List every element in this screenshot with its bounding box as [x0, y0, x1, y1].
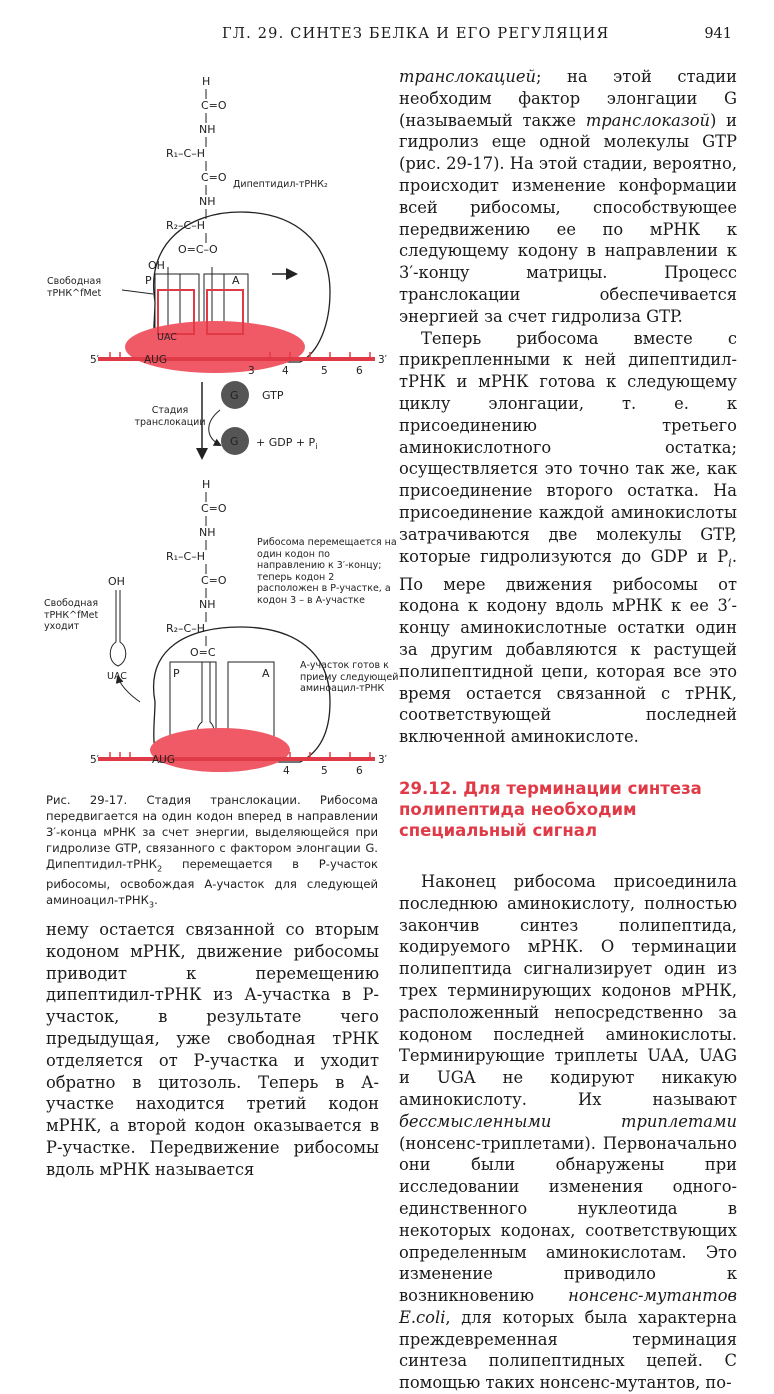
factor-g-label: G	[230, 389, 239, 402]
chain-atom: O=C–O	[178, 243, 218, 256]
page-number: 941	[704, 26, 732, 42]
mrna-5-end: 5′	[90, 754, 100, 766]
codon-number: 4	[282, 365, 289, 377]
codon-number: 5	[321, 365, 328, 377]
section-heading: 29.12. Для терминации синтеза полипептид…	[399, 778, 702, 840]
free-trna	[109, 590, 127, 667]
codon-label: AUG	[144, 354, 167, 366]
running-header: ГЛ. 29. СИНТЕЗ БЕЛКА И ЕГО РЕГУЛЯЦИЯ 941	[0, 26, 774, 50]
mrna-3-end: 3′	[378, 354, 388, 366]
codon-label: AUG	[152, 754, 175, 766]
paragraph: нему остается связанной со вторым кодоно…	[46, 920, 379, 1179]
paragraph: Наконец рибосома присоединила последнюю …	[399, 871, 737, 1393]
codon-number: 6	[356, 765, 363, 777]
chain-atom: NH	[199, 195, 216, 208]
anticodon-label: UAC	[107, 671, 127, 682]
top-panel: H C=O NH R₁–C–H C=O NH R₂–C–H O=C–O P A …	[90, 75, 388, 377]
codon-number: 5	[321, 765, 328, 777]
left-column: нему остается связанной со вторым кодоно…	[46, 919, 379, 1181]
mrna-5-end: 5′	[90, 354, 100, 366]
site-a-label: A	[262, 667, 270, 680]
chain-atom: H	[202, 478, 210, 491]
dipeptidyl-trna-label: Дипептидил-тРНК₂	[233, 179, 328, 190]
a-site-ready-note: А-участок готов к приему следующей амино…	[300, 660, 399, 694]
paragraph: транслокацией; на этой стадии необходим …	[399, 67, 737, 326]
chain-atom: NH	[199, 598, 216, 611]
gdp-pi-label: + GDP + Pi	[256, 436, 317, 451]
ribosome-moves-note: Рибосома перемещается на один кодон по н…	[257, 537, 397, 606]
bottom-panel: H C=O NH R₁–C–H C=O NH R₂–C–H O=C OH UAC…	[90, 478, 388, 777]
figure-translocation: H C=O NH R₁–C–H C=O NH R₂–C–H O=C–O P A …	[90, 75, 388, 777]
codon-number: 4	[283, 765, 290, 777]
mrna-3-end: 3′	[378, 754, 388, 766]
site-a-label: A	[232, 274, 240, 287]
factor-g-label: G	[230, 435, 239, 448]
chain-atom: C=O	[201, 171, 227, 184]
oh-label: OH	[148, 259, 165, 272]
chain-atom: C=O	[201, 99, 227, 112]
oh-label: OH	[108, 575, 125, 588]
chain-atom: C=O	[201, 574, 227, 587]
free-trna-label: Свободная тРНК^fMet	[47, 276, 102, 299]
chain-atom: H	[202, 75, 210, 88]
chain-atom: R₂–C–H	[166, 622, 205, 635]
gtp-label: GTP	[262, 389, 284, 402]
codon-number: 6	[356, 365, 363, 377]
chain-atom: R₁–C–H	[166, 550, 205, 563]
factor-g-sphere	[221, 427, 249, 455]
anticodon-label: UAC	[157, 332, 177, 343]
stage-label: Стадия транслокации	[134, 405, 206, 428]
chain-atom: C=O	[201, 502, 227, 515]
codon-number: 3	[248, 365, 255, 377]
paragraph: Теперь рибосома вместе с прикрепленными …	[399, 328, 737, 747]
site-p-label: P	[145, 274, 152, 287]
chain-atom: NH	[199, 526, 216, 539]
bottom-chain: H C=O NH R₁–C–H C=O NH R₂–C–H O=C	[166, 478, 227, 659]
site-p-label: P	[173, 667, 180, 680]
chain-atom: R₁–C–H	[166, 147, 205, 160]
chapter-title: ГЛ. 29. СИНТЕЗ БЕЛКА И ЕГО РЕГУЛЯЦИЯ	[222, 26, 610, 42]
factor-g-sphere	[221, 381, 249, 409]
chain-atom: O=C	[190, 646, 216, 659]
chain-atom: NH	[199, 123, 216, 136]
top-chain: H C=O NH R₁–C–H C=O NH R₂–C–H O=C–O	[166, 75, 227, 256]
translocation-stage: G GTP G + GDP + Pi	[196, 381, 317, 460]
free-trna-leaves-label: Свободная тРНК^fMet уходит	[44, 598, 99, 632]
right-column: транслокацией; на этой стадии необходим …	[399, 66, 737, 1394]
chain-atom: R₂–C–H	[166, 219, 205, 232]
figure-caption: Рис. 29-17. Стадия транслокации. Рибосом…	[46, 793, 378, 910]
